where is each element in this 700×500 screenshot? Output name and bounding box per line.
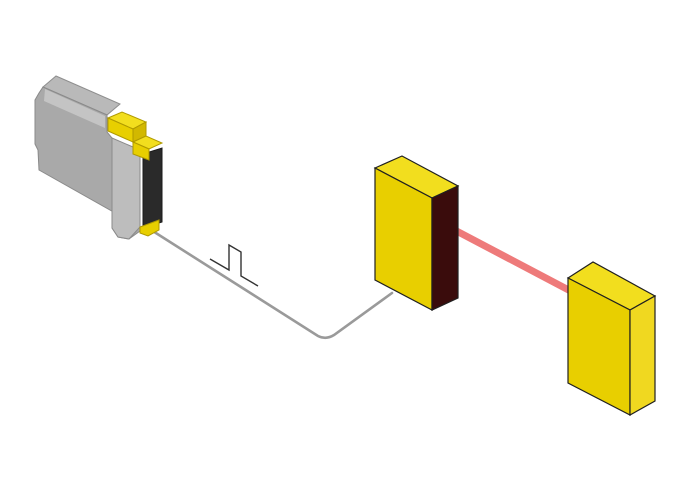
light-emitter (373, 155, 460, 311)
safety-relay (34, 75, 164, 240)
relay-terminal-step-front (132, 141, 150, 161)
emitter-lens-face (431, 185, 459, 311)
signal-cable (146, 226, 394, 340)
relay-front-panel (142, 147, 163, 229)
relay-terminal-bottom (139, 219, 160, 237)
relay-side-highlight (44, 89, 105, 128)
receiver-side-face (629, 294, 656, 417)
square-pulse-icon (209, 243, 259, 287)
light-receiver (566, 261, 657, 417)
laser-beam (445, 222, 582, 300)
